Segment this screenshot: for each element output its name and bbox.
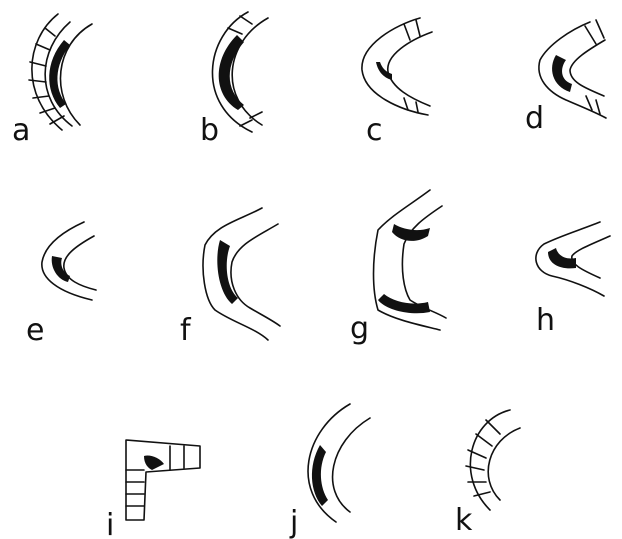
panel-f: f [180, 208, 280, 348]
panel-g: g [350, 190, 446, 346]
panel-label: b [200, 113, 219, 148]
panel-label: i [106, 508, 114, 539]
panel-h: h [536, 222, 610, 338]
panel-label: a [12, 113, 30, 148]
panel-label: g [350, 311, 369, 346]
panel-label: j [289, 505, 298, 539]
panel-k: k [455, 410, 520, 538]
panel-a: a [12, 14, 92, 148]
panel-d: d [525, 20, 606, 136]
panel-label: k [455, 503, 473, 538]
panel-label: d [525, 101, 544, 136]
panel-j: j [289, 404, 370, 539]
panel-b: b [200, 12, 268, 148]
panel-label: f [180, 313, 192, 348]
panel-e: e [26, 222, 96, 348]
panel-label: e [26, 313, 44, 348]
panel-label: h [536, 303, 555, 338]
panel-c: c [362, 18, 432, 148]
panel-i: i [106, 440, 200, 539]
panel-label: c [366, 113, 383, 148]
